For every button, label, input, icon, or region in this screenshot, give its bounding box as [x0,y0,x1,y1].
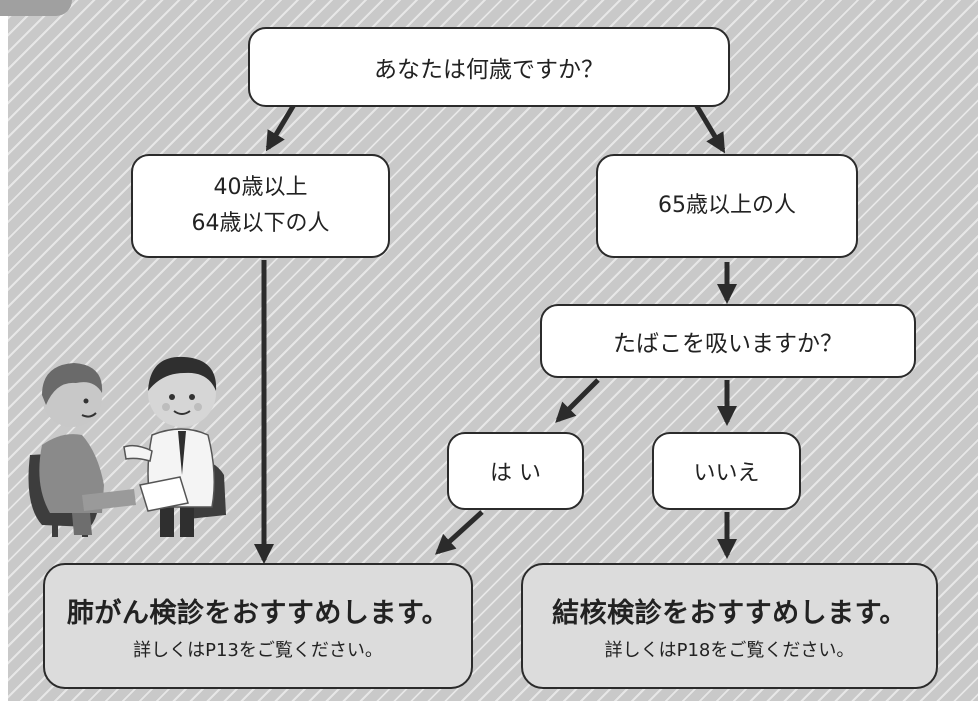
question-smoke-box: たばこを吸いますか？ [540,304,916,378]
group-40-64-line2: 64歳以下の人 [191,211,330,236]
arrow-smoke-to-yes [555,378,600,423]
group-65-plus-box: 65歳以上の人 [596,154,858,258]
group-40-64-line1: 40歳以上 [213,175,308,200]
arrow-age-to-65-plus [692,101,726,154]
result-tb-box: 結核検診をおすすめします。 詳しくはP18をご覧ください。 [521,563,938,689]
arrow-yes-to-lung [435,510,484,555]
question-smoke-text: たばこを吸いますか？ [613,331,843,357]
corner-tab [0,0,72,16]
answer-no-box: いいえ [652,432,801,510]
result-lung-title: 肺がん検診をおすすめします。 [66,597,450,629]
result-lung-box: 肺がん検診をおすすめします。 詳しくはP13をご覧ください。 [43,563,473,689]
answer-no-text: いいえ [693,461,760,486]
answer-yes-text: は い [490,461,541,486]
result-tb-detail: 詳しくはP18をご覧ください。 [604,639,855,661]
question-age-text: あなたは何歳ですか？ [374,57,604,83]
result-tb-title: 結核検診をおすすめします。 [552,597,907,629]
arrow-age-to-40-64 [265,101,298,152]
doctor-patient-illustration-icon [28,356,226,537]
question-age-box: あなたは何歳ですか？ [248,27,730,107]
group-40-64-box: 40歳以上 64歳以下の人 [131,154,390,258]
result-lung-detail: 詳しくはP13をご覧ください。 [133,639,383,661]
group-65-plus-text: 65歳以上の人 [658,193,796,218]
answer-yes-box: は い [447,432,584,510]
